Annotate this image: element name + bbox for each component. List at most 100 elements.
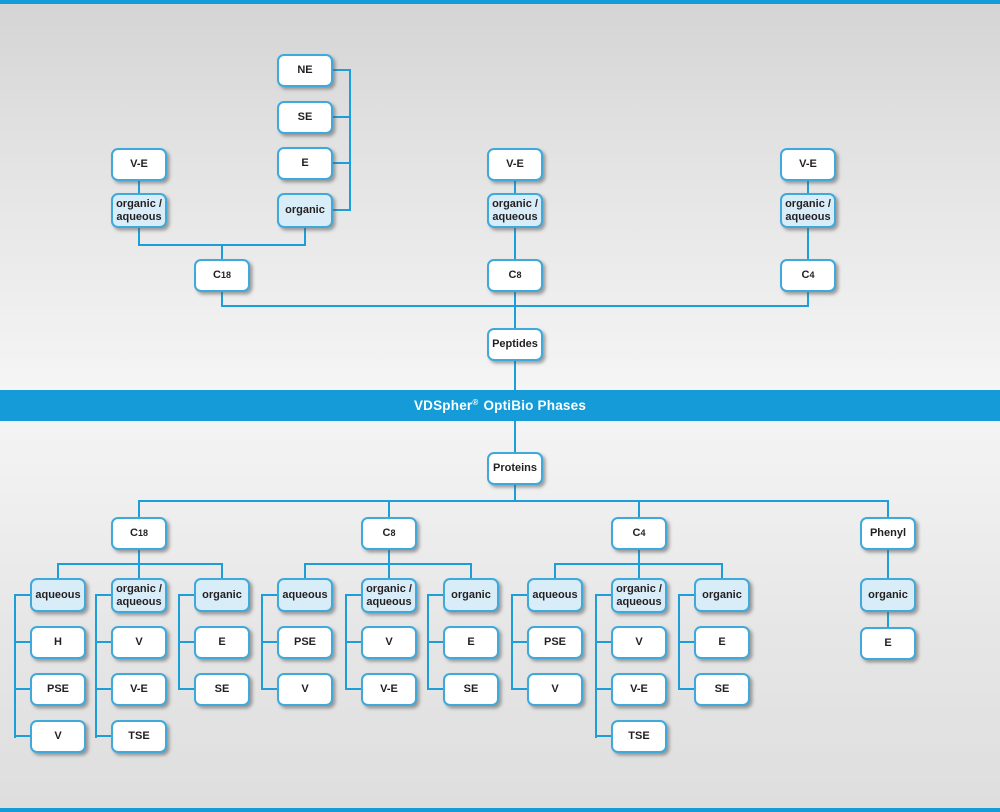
connector-line [304,563,306,578]
node-top-c18: C18 [194,259,250,292]
node-c4-oa-v: V [611,626,667,659]
connector-line [679,594,694,596]
node-c8-organic: organic [443,578,499,612]
connector-line [179,641,194,643]
connector-line [679,688,694,690]
node-c8-aqueous-v: V [277,673,333,706]
node-top-c18-ve: V-E [111,148,167,181]
node-c4-oa-ve: V-E [611,673,667,706]
connector-line [388,500,390,518]
node-top-c4-organic-aqueous: organic /aqueous [780,193,836,228]
connector-line [346,688,361,690]
node-proteins: Proteins [487,452,543,485]
connector-line [96,735,111,737]
node-c4-aqueous-pse: PSE [527,626,583,659]
connector-line [596,641,611,643]
connector-line [514,292,516,328]
connector-line [221,244,223,259]
node-c4-aqueous-v: V [527,673,583,706]
connector-line [554,563,556,578]
node-c18-aqueous-v: V [30,720,86,753]
connector-line [262,641,277,643]
connector-line [596,735,611,737]
connector-line [470,563,472,578]
node-top-c4: C4 [780,259,836,292]
registered-trademark-symbol: ® [472,397,479,407]
banner-title: VDSpher® OptiBio Phases [414,398,586,413]
node-phenyl-organic: organic [860,578,916,612]
connector-line [428,688,443,690]
node-top-c4-ve: V-E [780,148,836,181]
connector-line [262,594,277,596]
connector-line [221,563,223,578]
connector-line [179,594,194,596]
node-phenyl-e: E [860,627,916,660]
banner-rest: OptiBio Phases [483,398,587,413]
connector-line [512,641,527,643]
connector-line [428,594,443,596]
connector-line [221,292,223,306]
connector-line [96,641,111,643]
bottom-border-strip [0,808,1000,812]
node-bottom-c18: C18 [111,517,167,550]
node-peptides: Peptides [487,328,543,361]
connector-line [887,500,889,518]
connector-line [333,209,350,211]
banner: VDSpher® OptiBio Phases [0,390,1000,421]
banner-brand: VDSpher [413,398,473,413]
node-top-c8-organic-aqueous: organic /aqueous [487,193,543,228]
connector-line [346,594,361,596]
node-c18-organic-se: SE [194,673,250,706]
node-c4-oa-tse: TSE [611,720,667,753]
node-c18-aqueous-h: H [30,626,86,659]
node-phenyl: Phenyl [860,517,916,550]
node-top-ne: NE [277,54,333,87]
node-c18-organic-aqueous: organic /aqueous [111,578,167,613]
connector-line [138,500,889,502]
node-c8-oa-v: V [361,626,417,659]
connector-line [428,641,443,643]
node-c4-organic: organic [694,578,750,612]
connector-line [262,688,277,690]
connector-line [96,594,111,596]
node-c8-aqueous-pse: PSE [277,626,333,659]
connector-line [596,688,611,690]
connector-line [512,594,527,596]
node-top-c8: C8 [487,259,543,292]
connector-line [96,688,111,690]
connector-line [721,563,723,578]
connector-line [95,594,97,738]
connector-line [333,162,350,164]
connector-line [887,550,889,578]
connector-line [138,181,140,193]
node-top-e: E [277,147,333,180]
connector-line [15,594,30,596]
node-c8-organic-e: E [443,626,499,659]
node-c18-oa-ve: V-E [111,673,167,706]
connector-line [304,228,306,245]
connector-line [554,563,722,565]
node-c18-organic-e: E [194,626,250,659]
connector-line [807,181,809,193]
node-c8-oa-ve: V-E [361,673,417,706]
connector-line [57,563,223,565]
node-c4-organic-aqueous: organic /aqueous [611,578,667,613]
node-top-organic: organic [277,193,333,228]
node-c4-organic-e: E [694,626,750,659]
connector-line [15,688,30,690]
node-c4-organic-se: SE [694,673,750,706]
connector-line [514,181,516,193]
connector-line [14,594,16,738]
connector-line [638,500,640,518]
node-top-c8-ve: V-E [487,148,543,181]
connector-line [304,563,472,565]
connector-line [349,69,351,211]
connector-line [595,594,597,738]
node-top-c18-organic-aqueous: organic /aqueous [111,193,167,228]
node-bottom-c4: C4 [611,517,667,550]
connector-line [15,735,30,737]
connector-line [333,116,350,118]
connector-line [15,641,30,643]
connector-line [346,641,361,643]
